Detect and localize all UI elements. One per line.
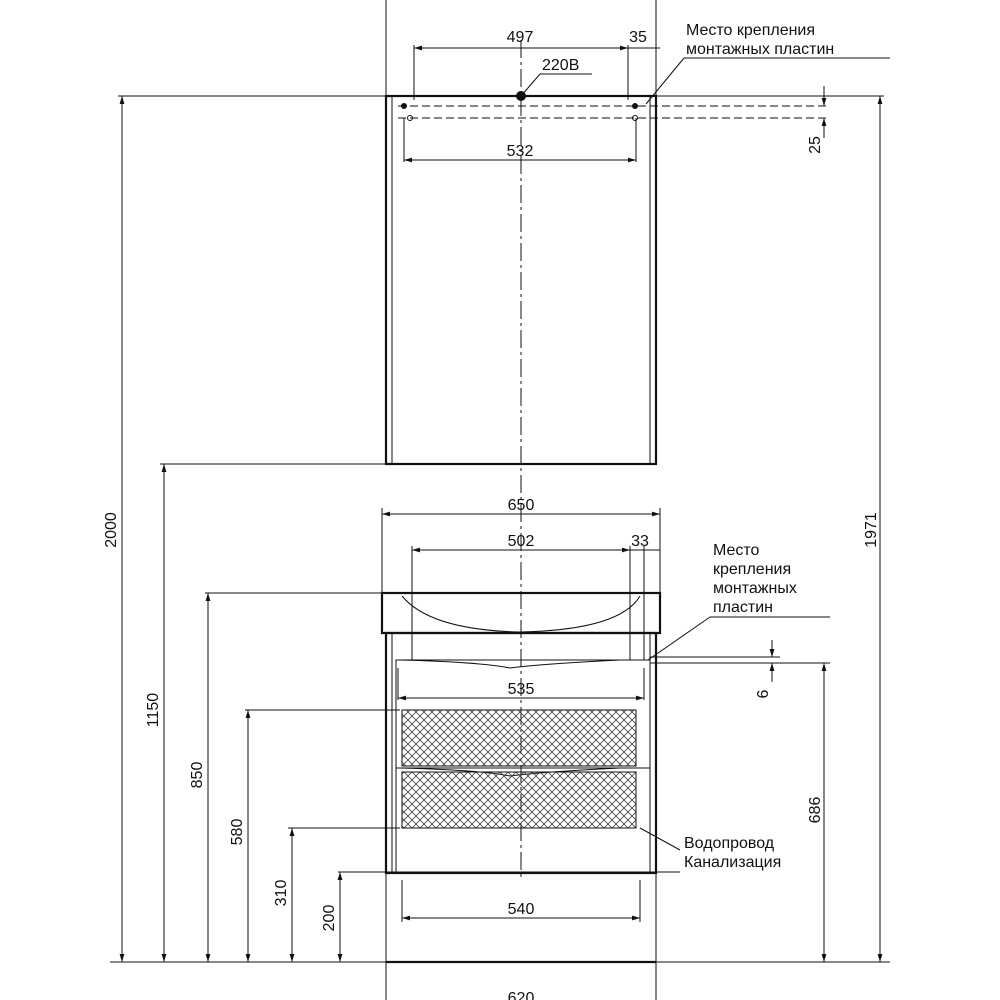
height-dimensions-left: 2000 1150 850 580 310 200 (103, 95, 400, 963)
vanity-cabinet: 650 502 33 535 540 620 Место крепления м… (380, 497, 830, 1000)
bottom-drawer-mesh (401, 771, 637, 829)
dim-532: 532 (507, 143, 534, 160)
dim-540: 540 (508, 901, 535, 918)
dim-1150: 1150 (145, 693, 162, 728)
dim-310: 310 (273, 880, 290, 907)
sewage-label: Канализация (684, 854, 781, 871)
cabinet-mount-note-line3: монтажных (713, 580, 797, 597)
dim-33: 33 (631, 533, 649, 550)
dim-850: 850 (189, 762, 206, 789)
bottom-drawer (395, 767, 651, 873)
dim-35: 35 (629, 29, 647, 46)
power-label: 220В (542, 57, 579, 74)
dim-650: 650 (508, 497, 535, 514)
dim-200: 200 (321, 905, 338, 932)
dim-2000: 2000 (103, 512, 120, 548)
cabinet-mount-note-line4: пластин (713, 599, 773, 616)
dim-1971: 1971 (863, 512, 880, 548)
water-supply-label: Водопровод (684, 835, 775, 852)
dim-580: 580 (229, 819, 246, 846)
mirror-mount-note-line1: Место крепления (686, 22, 815, 39)
dim-497: 497 (507, 29, 534, 46)
mirror-bolt-right (632, 103, 638, 109)
dim-686: 686 (807, 797, 824, 824)
mirror-mount-note-line2: монтажных пластин (686, 41, 834, 58)
dim-25: 25 (807, 136, 824, 154)
dim-502: 502 (508, 533, 535, 550)
cabinet-mount-note-line2: крепления (713, 561, 791, 578)
cabinet-body (384, 631, 658, 875)
cabinet-mount-note-line1: Место (713, 542, 760, 559)
dim-bottom-partial: 620 (508, 990, 535, 1000)
dim-535: 535 (508, 681, 535, 698)
top-drawer-mesh (401, 709, 637, 767)
mirror-bolt-left (401, 103, 407, 109)
height-dimensions-right: 1971 686 6 (650, 95, 890, 963)
dim-6: 6 (755, 689, 772, 698)
mirror-cabinet: 497 35 220В 532 Место крепления монтажны… (384, 0, 890, 880)
